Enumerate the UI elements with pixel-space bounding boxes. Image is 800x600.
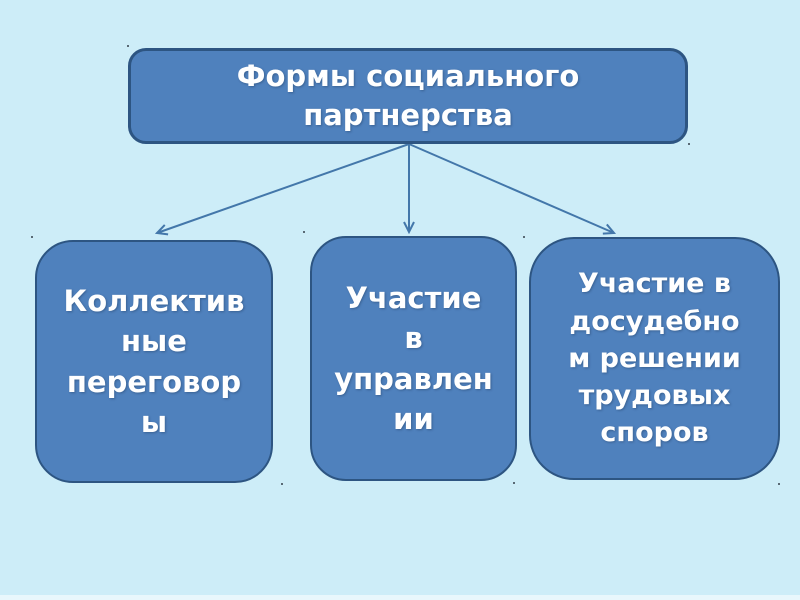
arrow-to-right-node <box>408 143 614 233</box>
artifact-dot <box>688 143 690 145</box>
arrow-to-left-node <box>157 143 410 233</box>
node-participation-in-management[interactable]: Участие в управлен ии <box>310 236 517 481</box>
artifact-dot <box>778 483 780 485</box>
node-collective-negotiations[interactable]: Коллектив ные переговор ы <box>35 240 273 483</box>
title-node[interactable]: Формы социального партнерства <box>128 48 688 144</box>
artifact-dot <box>303 231 305 233</box>
slide-bottom-edge <box>0 595 800 600</box>
node-pretrial-labor-disputes-label: Участие в досудебно м решении трудовых с… <box>568 268 741 449</box>
node-participation-in-management-label: Участие в управлен ии <box>334 281 493 436</box>
artifact-dot <box>31 236 33 238</box>
artifact-dot <box>513 482 515 484</box>
node-pretrial-labor-disputes[interactable]: Участие в досудебно м решении трудовых с… <box>529 237 780 480</box>
node-collective-negotiations-label: Коллектив ные переговор ы <box>63 284 245 439</box>
artifact-dot <box>523 236 525 238</box>
title-text: Формы социального партнерства <box>236 58 580 132</box>
artifact-dot <box>127 45 129 47</box>
artifact-dot <box>281 483 283 485</box>
